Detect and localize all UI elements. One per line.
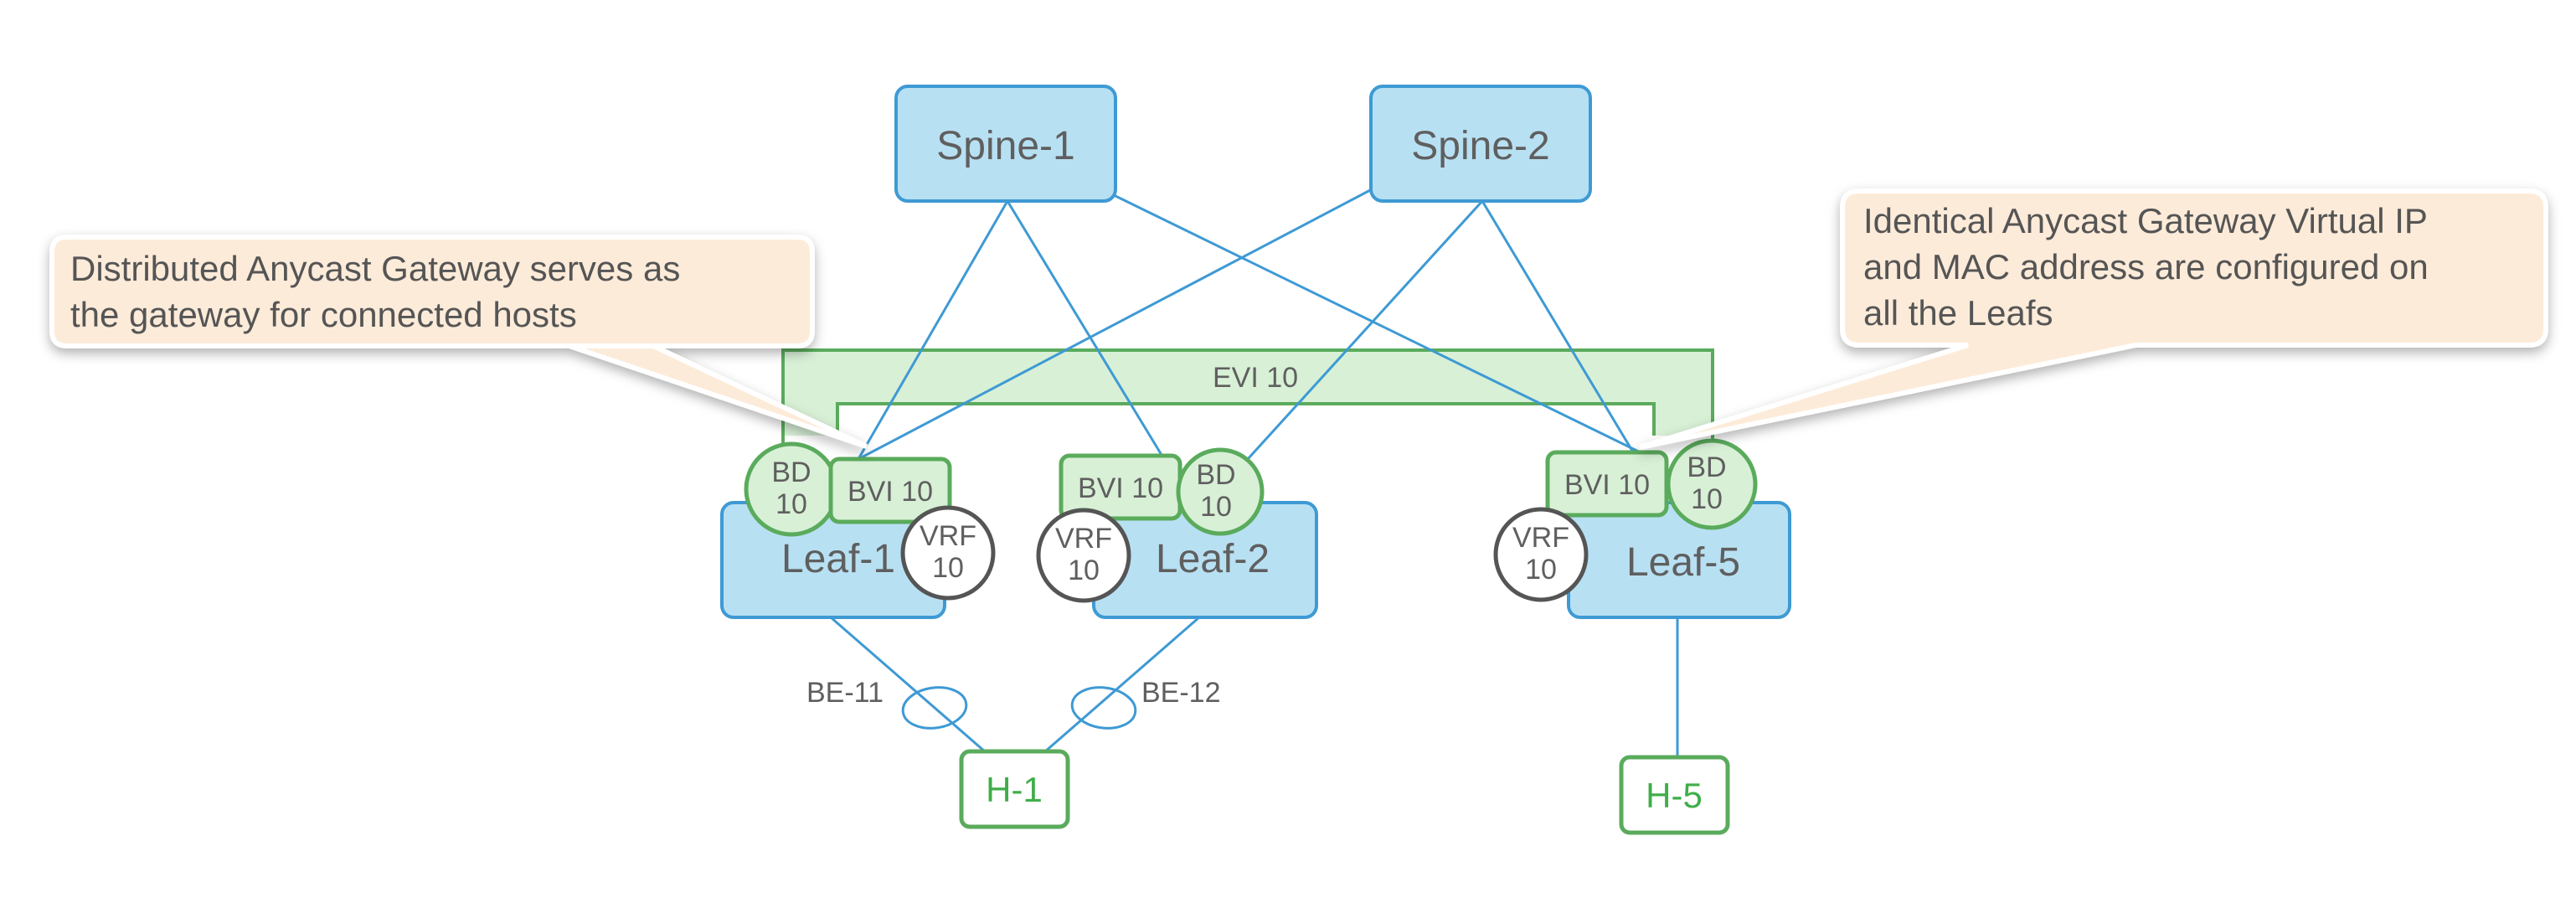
host-h1: H-1 <box>959 749 1070 829</box>
spine-1: Spine-1 <box>894 85 1117 203</box>
callout-left <box>49 235 868 449</box>
h1-label: H-1 <box>986 770 1043 809</box>
leaf-2-bvi: BVI 10 <box>1059 453 1182 521</box>
leaf-5-bd: BD 10 <box>1666 438 1758 530</box>
leaf-2-bd: BD 10 <box>1176 447 1265 536</box>
fabric-links <box>857 187 1655 461</box>
link-spine1-leaf5 <box>1113 194 1655 461</box>
link-spine2-leaf2 <box>1246 199 1484 461</box>
vrf-label-line1: VRF <box>920 520 976 552</box>
leaf-1-label: Leaf-1 <box>781 537 895 581</box>
leaf-5-label: Leaf-5 <box>1626 540 1740 585</box>
callout-left-line1: Distributed Anycast Gateway serves as <box>70 249 680 288</box>
evi-label: EVI 10 <box>1213 362 1298 394</box>
bd-label-line2: 10 <box>1200 491 1232 523</box>
link-spine1-leaf2 <box>1006 200 1166 460</box>
bvi-label: BVI 10 <box>848 476 933 508</box>
leaf-5: Leaf-5 <box>1567 501 1791 619</box>
vrf-label-line2: 10 <box>1525 554 1557 586</box>
host-h5: H-5 <box>1619 755 1730 835</box>
link-spine2-leaf5 <box>1481 200 1639 460</box>
spine-2-label: Spine-2 <box>1411 124 1549 168</box>
bd-label-line1: BD <box>1196 459 1235 491</box>
bd-label-line2: 10 <box>775 488 807 520</box>
vrf-label-line2: 10 <box>1068 555 1100 586</box>
h5-label: H-5 <box>1646 776 1703 815</box>
spine-1-label: Spine-1 <box>936 124 1074 168</box>
leaf-1-vrf: VRF 10 <box>900 505 996 601</box>
leaf-2-label: Leaf-2 <box>1156 537 1270 581</box>
leaf-5-bvi: BVI 10 <box>1545 450 1669 518</box>
callout-right-line1: Identical Anycast Gateway Virtual IP <box>1863 201 2428 240</box>
callout-right-line2: and MAC address are configured on <box>1863 247 2429 286</box>
spine-2: Spine-2 <box>1369 85 1592 203</box>
link-spine1-leaf1 <box>857 200 1009 460</box>
leaf-2-vrf: VRF 10 <box>1036 508 1131 603</box>
bd-label-line1: BD <box>1687 452 1726 483</box>
link-leaf2-h1 <box>1043 616 1200 754</box>
bd-label-line1: BD <box>771 457 811 488</box>
be-11-label: BE-11 <box>806 677 884 709</box>
vrf-label-line2: 10 <box>932 552 964 584</box>
link-leaf1-h1 <box>830 616 987 754</box>
be-12-label: BE-12 <box>1141 677 1221 709</box>
vrf-label-line1: VRF <box>1055 523 1112 555</box>
callout-left-line2: the gateway for connected hosts <box>70 295 577 334</box>
vrf-label-line1: VRF <box>1512 522 1569 554</box>
leaf-1-bd: BD 10 <box>744 441 839 537</box>
host-links <box>830 616 1679 757</box>
callout-right <box>1639 188 2548 450</box>
callout-right-line3: all the Leafs <box>1863 293 2053 333</box>
bundle-be12 <box>1070 686 1137 730</box>
bvi-label: BVI 10 <box>1078 472 1163 504</box>
bundle-be11 <box>901 686 968 730</box>
bvi-label: BVI 10 <box>1564 469 1650 501</box>
leaf-2: Leaf-2 <box>1092 501 1318 619</box>
leaf-5-vrf: VRF 10 <box>1493 507 1589 602</box>
link-spine2-leaf1 <box>858 187 1374 461</box>
leaf-1-bvi: BVI 10 <box>828 457 952 524</box>
bd-label-line2: 10 <box>1691 483 1723 515</box>
